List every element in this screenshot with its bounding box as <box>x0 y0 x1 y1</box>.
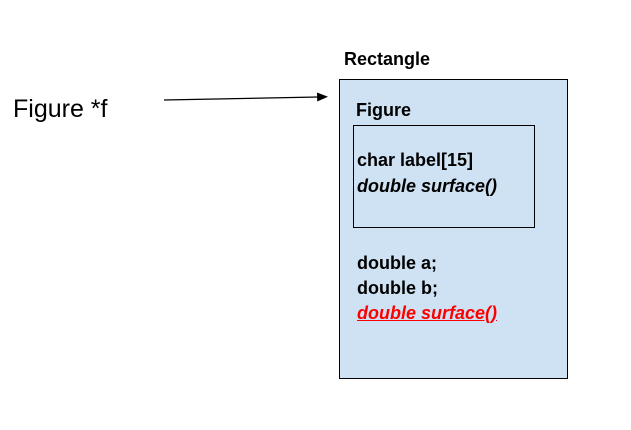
figure-class-title: Figure <box>356 100 412 120</box>
pointer-label: Figure *f <box>13 95 108 123</box>
figure-member-surface: double surface() <box>357 176 498 196</box>
figure-member-label: char label[15] <box>357 150 474 170</box>
rectangle-member-surface-override: double surface() <box>357 303 498 323</box>
rectangle-class-title: Rectangle <box>344 49 431 69</box>
rectangle-member-a: double a; <box>357 253 437 273</box>
rectangle-member-b: double b; <box>357 278 438 298</box>
arrow-head <box>317 92 328 102</box>
arrow-shaft <box>163 96 319 101</box>
figure-class-box <box>353 125 535 228</box>
rectangle-class-box <box>339 79 568 379</box>
